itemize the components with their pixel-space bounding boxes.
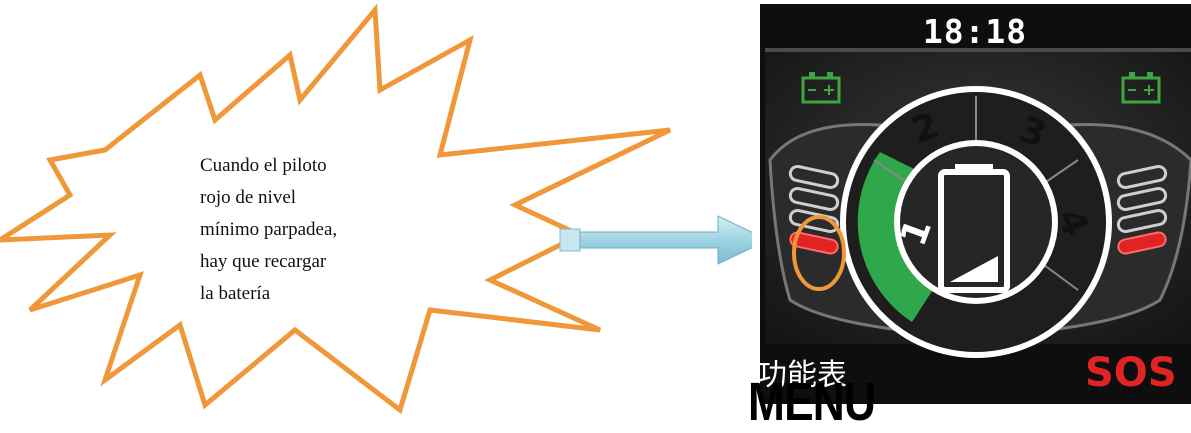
callout-line: Cuando el piloto — [200, 150, 410, 182]
pointer-arrow — [560, 216, 768, 264]
sos-softkey-label[interactable]: SOS — [1085, 350, 1177, 396]
callout-line: la batería — [200, 278, 410, 310]
menu-caption: MENU — [748, 371, 871, 433]
scene — [0, 0, 1191, 416]
callout-line: rojo de nivel — [200, 182, 410, 214]
clock-display: 18:18 — [920, 12, 1030, 51]
callout-line: hay que recargar — [200, 246, 410, 278]
callout-line: mínimo parpadea, — [200, 214, 410, 246]
callout-text: Cuando el piloto rojo de nivel mínimo pa… — [200, 150, 410, 310]
